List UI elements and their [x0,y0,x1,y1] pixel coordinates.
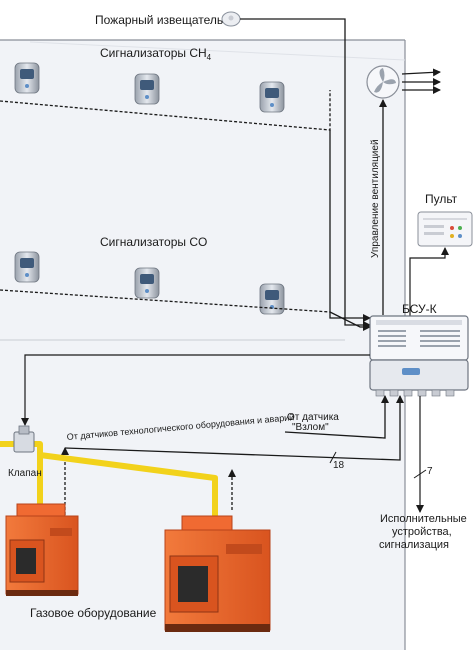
wire-count-18: 18 [333,460,345,471]
console-label: Пульт [425,192,458,206]
gas-valve [13,425,35,453]
boiler-2 [164,515,271,632]
ch4-sensors-label: Сигнализаторы CH4 [100,46,212,62]
bsu-console-line [409,247,449,318]
wire-count-7: 7 [427,466,433,477]
ch4-subscript: 4 [207,53,212,62]
break-in-label-1: От датчика [287,412,339,423]
console [417,211,473,247]
gas-equipment-label: Газовое оборудование [30,606,157,620]
boiler-1 [5,503,79,596]
airflow-arrows [401,68,441,94]
wire-tick-18 [329,451,337,464]
fire-detector: Пожарный извещатель [95,11,241,27]
fire-detector-label: Пожарный извещатель [95,13,223,27]
valve-label: Клапан [8,468,42,479]
ch4-sensor-2 [134,73,160,105]
co-sensor-2 [134,267,160,299]
sensor-signal-lines [0,90,371,331]
gas-valve-icon [13,431,35,453]
tech-sensors-line [64,395,404,461]
co-sensor-3 [259,283,285,315]
control-panel-icon [417,211,473,247]
wire-tick-7 [413,469,427,479]
bsu-controller [369,315,469,397]
co-bus-line [0,289,331,313]
gas-boiler-icon [164,515,271,632]
ventilation-fan [366,65,441,99]
ventilation-control-label: Управление вентиляцией [370,139,381,258]
break-in-line [284,395,389,439]
gas-boiler-icon [5,503,79,596]
ch4-sensor-1 [14,62,40,94]
bsu-to-valve-line [21,354,370,426]
fire-detector-line [240,18,371,329]
co-sensor-1 [14,251,40,283]
ch4-sensor-3 [259,81,285,113]
break-in-label-2: "Взлом" [292,422,329,433]
actuators-label-2: устройства, [392,526,452,538]
actuators-label-1: Исполнительные [380,513,467,525]
ch4-to-bsu-line [329,130,371,322]
co-sensors-label: Сигнализаторы CO [100,235,207,249]
actuators-label-3: сигнализация [379,539,449,551]
bsu-label: БСУ-К [402,302,437,316]
